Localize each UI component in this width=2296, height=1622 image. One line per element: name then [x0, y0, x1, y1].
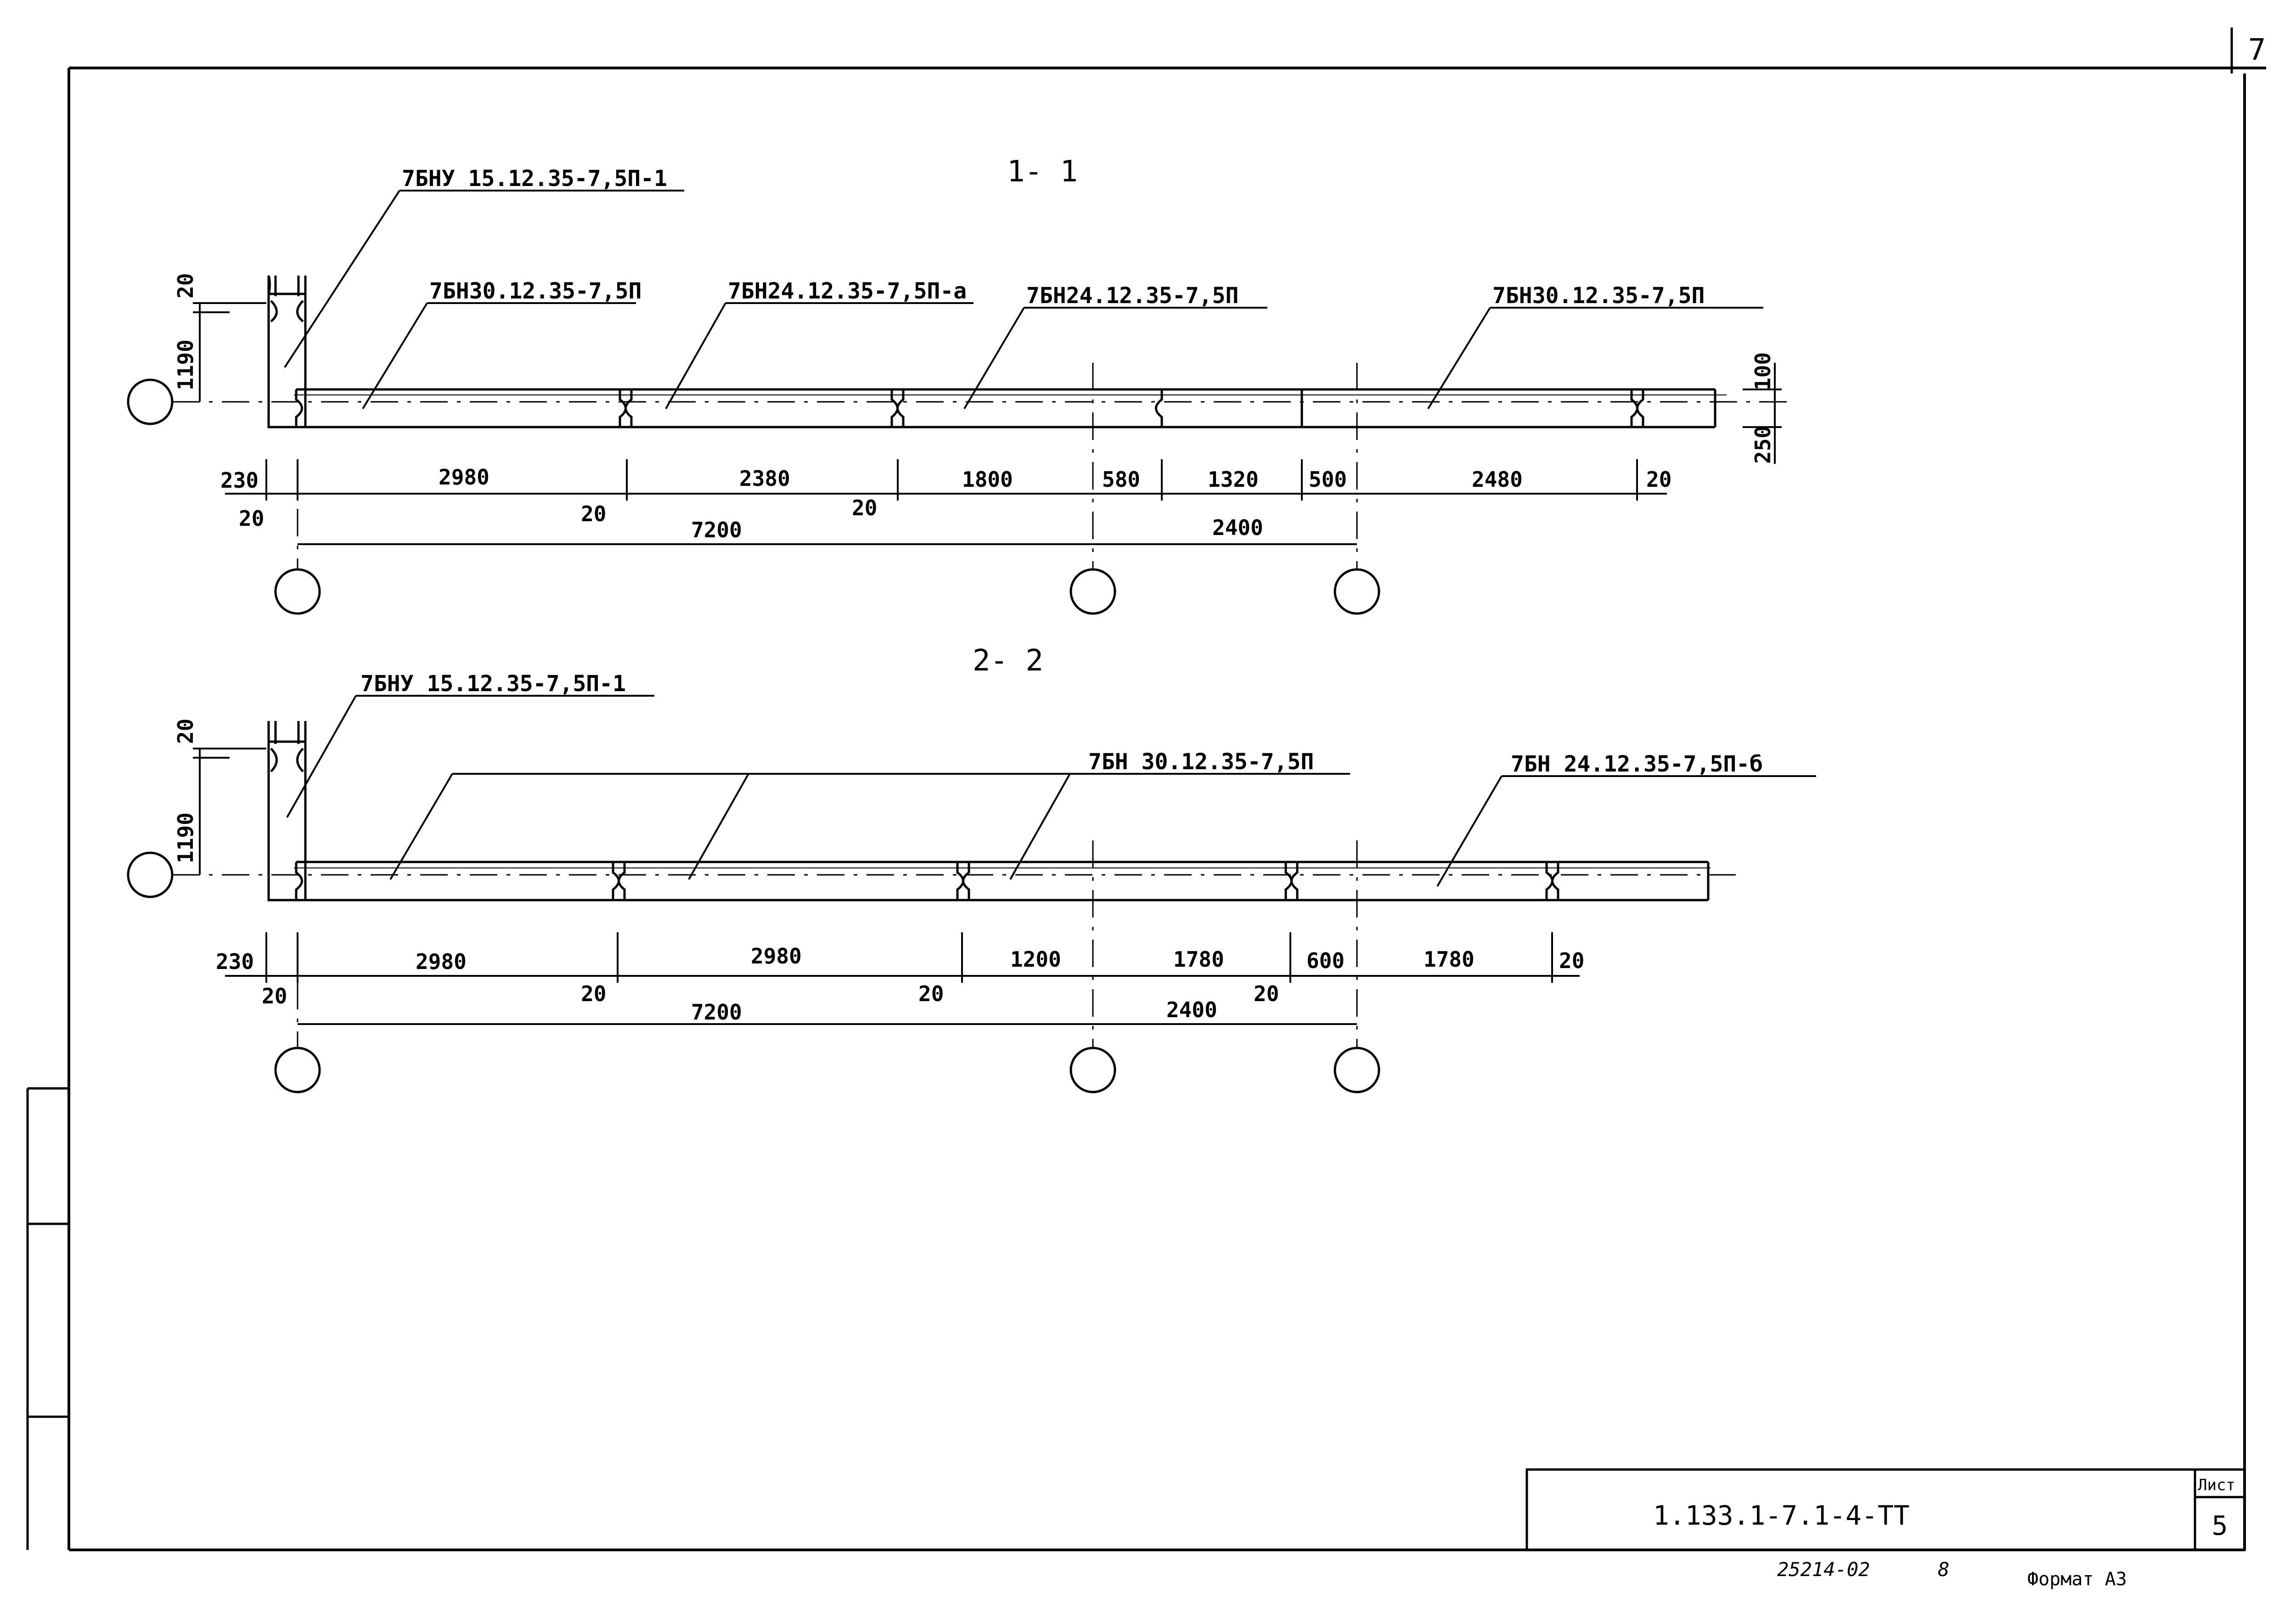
label-end-panel-2: 7БНУ 15.12.35-7,5П-1	[360, 671, 626, 697]
label-panel-a-1: 7БН30.12.35-7,5П	[429, 278, 642, 304]
label-panel-b-1: 7БН24.12.35-7,5П-а	[728, 278, 967, 304]
dim-top-1-4: 580	[1102, 467, 1140, 492]
leaders-2	[286, 695, 1816, 887]
horizontal-dim-lines-1	[225, 459, 1667, 545]
dim-top-2-3: 1200	[1010, 947, 1061, 972]
end-panel-1	[267, 275, 307, 428]
revision-mark: 8	[1938, 1558, 1949, 1581]
dim-top-2-4: 1780	[1173, 947, 1224, 972]
vdim-top-2: 20	[173, 719, 198, 744]
dim-top-1-2: 2380	[739, 466, 790, 491]
dim-top-1-0: 230	[220, 468, 259, 493]
section-1: 1- 1	[127, 155, 1791, 615]
label-panel-a-2: 7БН 30.12.35-7,5П	[1088, 749, 1314, 775]
sheet-number: 5	[2212, 1510, 2228, 1541]
dim-top-2-6: 1780	[1424, 947, 1474, 972]
label-end-panel-1: 7БНУ 15.12.35-7,5П-1	[402, 166, 667, 191]
label-panel-d-1: 7БН30.12.35-7,5П	[1492, 283, 1705, 309]
section-2-title: 2- 2	[973, 644, 1043, 678]
dim-bottom-2-1: 2400	[1166, 997, 1217, 1022]
label-panel-b-2: 7БН 24.12.35-7,5П-б	[1511, 751, 1763, 777]
corner-number: 7	[2248, 33, 2266, 67]
left-binding-strip	[26, 1087, 69, 1550]
inventory-number: 25214-02	[1777, 1558, 1870, 1581]
vdim-right-bottom-1: 250	[1750, 426, 1775, 464]
axis-lines-2	[172, 840, 1736, 1047]
label-panel-c-1: 7БН24.12.35-7,5П	[1026, 283, 1238, 309]
dim-bottom-1-1: 2400	[1212, 515, 1263, 540]
vdim-right-top-1: 100	[1750, 352, 1775, 390]
end-panel-2	[267, 721, 307, 901]
gap-1-2: 20	[852, 496, 877, 520]
vdim-height-2: 1190	[173, 812, 198, 863]
title-block	[1525, 1468, 2246, 1551]
slab-joints-2	[295, 862, 1559, 900]
dim-top-2-0: 230	[216, 949, 254, 974]
gap-2-2: 20	[918, 981, 944, 1006]
dim-top-1-1: 2980	[439, 465, 490, 490]
gap-2-3: 20	[1254, 981, 1279, 1006]
axis-lines-1	[172, 363, 1791, 569]
dim-top-1-8: 20	[1646, 467, 1671, 492]
gap-2-1: 20	[581, 981, 606, 1006]
gap-1-0: 20	[239, 506, 264, 531]
dim-bottom-1-0: 7200	[691, 518, 742, 542]
dim-top-1-5: 1320	[1208, 467, 1259, 492]
slab-outline-1	[294, 388, 1727, 428]
axis-markers-1	[127, 378, 1380, 615]
dim-top-2-1: 2980	[416, 949, 467, 974]
gap-2-0: 20	[262, 984, 287, 1008]
dim-top-2-2: 2980	[751, 944, 802, 969]
vertical-dim-lines-2	[193, 748, 266, 875]
axis-markers-2	[127, 851, 1380, 1093]
sheet-label: Лист	[2198, 1476, 2235, 1494]
dim-top-1-3: 1800	[962, 467, 1013, 492]
gap-1-1: 20	[581, 501, 606, 526]
document-code: 1.133.1-7.1-4-ТТ	[1653, 1500, 1910, 1531]
vdim-top-1: 20	[173, 273, 198, 298]
dim-top-1-7: 2480	[1472, 467, 1523, 492]
dim-bottom-2-0: 7200	[691, 1000, 742, 1025]
vertical-dim-lines-1	[193, 302, 1782, 464]
leaders-1	[284, 190, 1763, 410]
dim-top-2-7: 20	[1559, 948, 1584, 973]
dim-top-2-5: 600	[1306, 948, 1345, 973]
section-1-title: 1- 1	[1007, 155, 1078, 189]
section-2: 2- 2	[127, 644, 1816, 1093]
slab-joints-1	[295, 389, 1644, 427]
format-label: Формат А3	[2027, 1569, 2127, 1590]
horizontal-dim-lines-2	[225, 932, 1580, 1025]
vdim-height-1: 1190	[173, 339, 198, 390]
dim-top-1-6: 500	[1309, 467, 1347, 492]
slab-outline-2	[294, 861, 1711, 901]
